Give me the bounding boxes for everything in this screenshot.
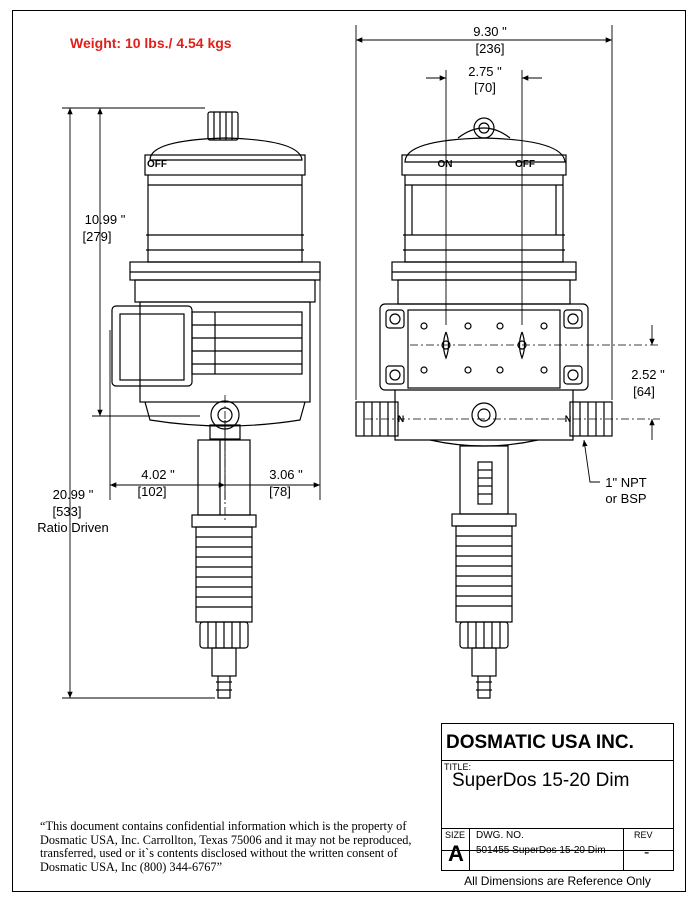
dim-right-offset: 3.06 " [269, 467, 303, 482]
dwg-cell: DWG. NO. 501455 SuperDos 15-20 Dim [470, 828, 624, 870]
size-label: SIZE [445, 830, 466, 840]
label-n-left: N [397, 414, 405, 424]
dim-total-height: 20.99 " [52, 487, 94, 502]
dim-top-spacing: 2.75 " [468, 64, 502, 79]
side-view [111, 111, 321, 699]
reference-note: All Dimensions are Reference Only [441, 870, 674, 890]
size-value: A [448, 841, 464, 866]
label-n-right: N [564, 414, 572, 424]
title-label: TITLE: [444, 762, 472, 772]
confidentiality-notice: “This document contains confidential inf… [40, 819, 412, 874]
rev-cell: REV - [624, 828, 675, 870]
dim-width-total-mm: [236] [475, 41, 505, 56]
dim-total-height-mm: [533] [52, 504, 82, 519]
dwg-label: DWG. NO. [476, 830, 524, 841]
dim-inlet-height-mm: [64] [633, 384, 655, 399]
title-block: DOSMATIC USA INC. TITLE: SuperDos 15-20 … [441, 723, 674, 890]
front-view [355, 117, 660, 699]
thread-spec: 1" NPT [605, 475, 647, 490]
thread-spec-alt: or BSP [605, 491, 647, 506]
dim-upper-height-mm: [279] [82, 229, 112, 244]
drawing-title: SuperDos 15-20 Dim [452, 770, 630, 791]
title-box: TITLE: SuperDos 15-20 Dim [442, 761, 673, 851]
dim-left-offset-mm: [102] [137, 484, 167, 499]
dim-total-height-note: Ratio Driven [37, 520, 109, 535]
company-name: DOSMATIC USA INC. [442, 724, 673, 761]
dim-width-total: 9.30 " [473, 24, 507, 39]
rev-value: - [644, 844, 650, 861]
dim-left-offset: 4.02 " [141, 467, 175, 482]
title-block-divider [442, 828, 673, 829]
dim-upper-height: 10.99 " [84, 212, 126, 227]
rev-label: REV [634, 830, 653, 840]
label-off-left: OFF [147, 159, 167, 170]
dwg-number: 501455 SuperDos 15-20 Dim [476, 845, 606, 856]
label-off: OFF [515, 159, 535, 170]
dim-right-offset-mm: [78] [269, 484, 291, 499]
weight-label: Weight: 10 lbs./ 4.54 kgs [70, 35, 232, 51]
label-on: ON [437, 159, 453, 170]
drawing-frame [12, 10, 686, 892]
dimension-lines [62, 25, 655, 699]
dim-top-spacing-mm: [70] [474, 80, 496, 95]
dim-inlet-height: 2.52 " [631, 367, 665, 382]
size-cell: SIZE A [442, 828, 470, 870]
